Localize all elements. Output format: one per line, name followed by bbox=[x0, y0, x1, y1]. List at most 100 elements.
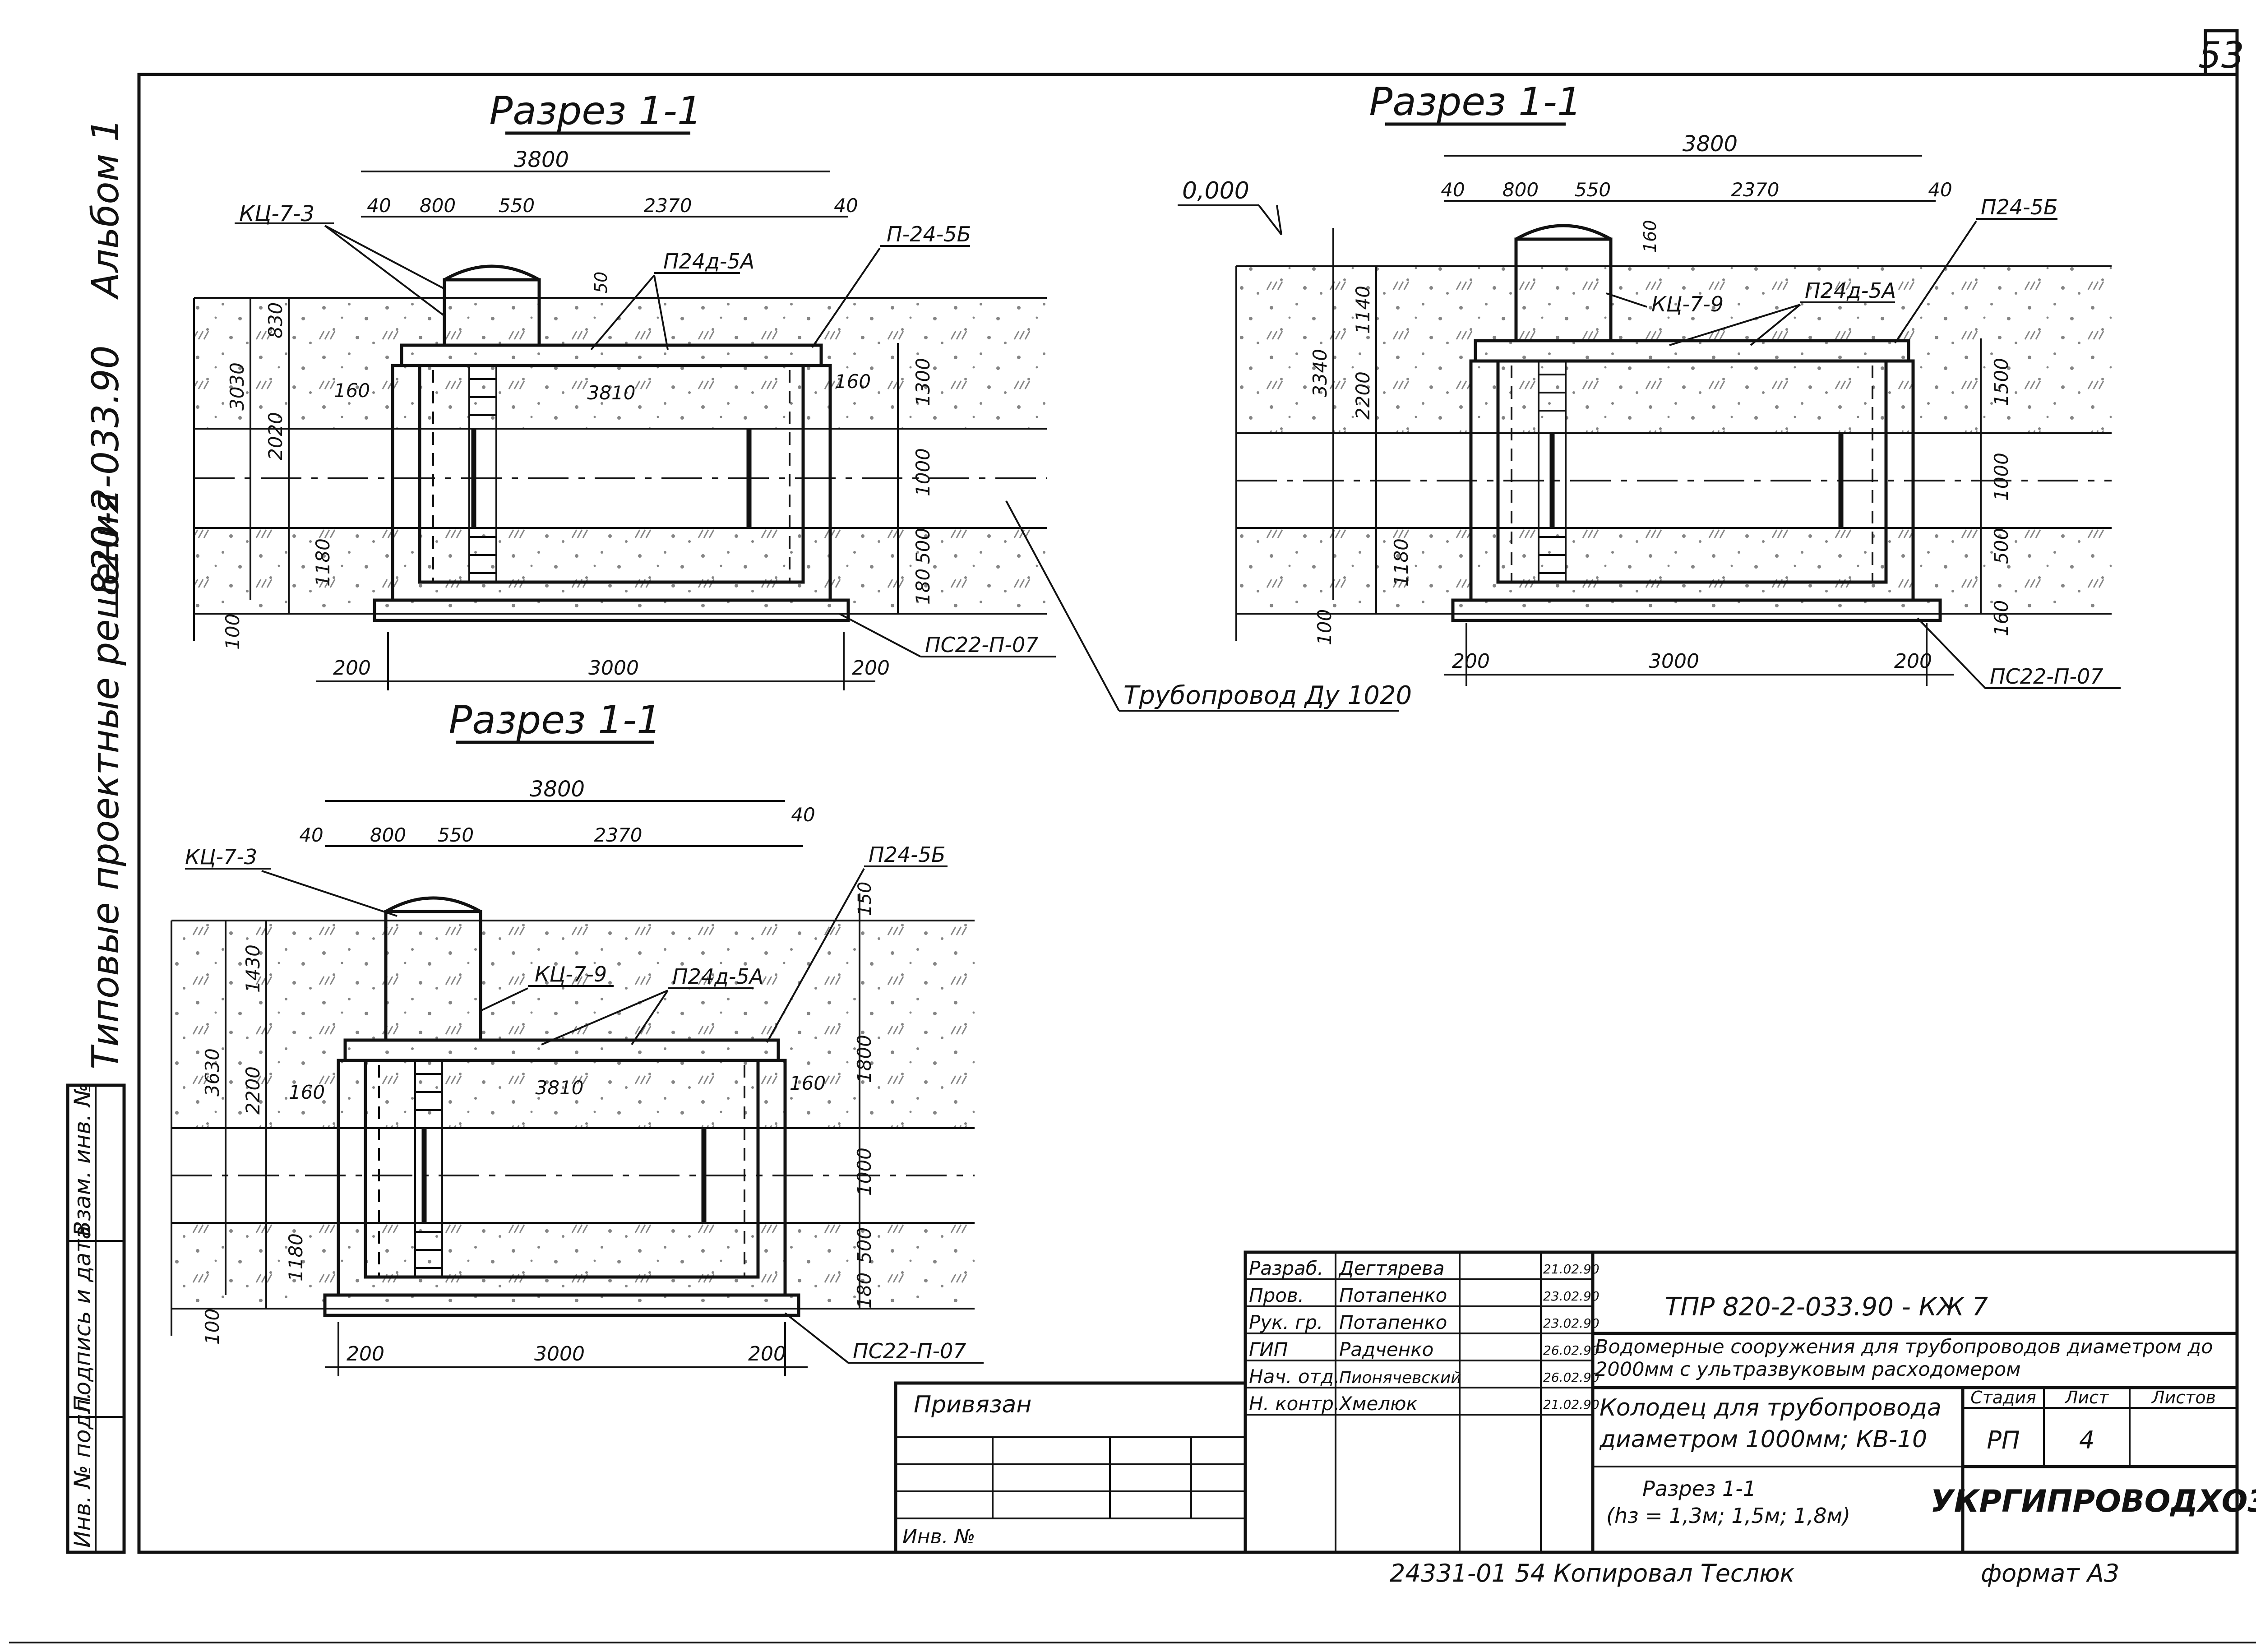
dim-tr-top-1: 800 bbox=[1502, 179, 1539, 201]
stamp-label-inv: Инв. № подл. bbox=[69, 1392, 96, 1548]
role-name: Потапенко bbox=[1339, 1284, 1447, 1306]
role-label: ГИП bbox=[1249, 1338, 1288, 1360]
sheet-no-value: 4 bbox=[2079, 1426, 2094, 1454]
ladder-tl bbox=[468, 366, 497, 582]
section-top-right: Разрез 1-1 0,000 3800 40 800 550 bbox=[1178, 79, 2121, 689]
privyazan-label: Привязан bbox=[914, 1391, 1031, 1418]
role-date: 23.02.90 bbox=[1543, 1289, 1600, 1304]
page-number: 53 bbox=[2198, 34, 2244, 76]
role-name: Пионячевский bbox=[1339, 1369, 1461, 1387]
section-tl-title: Разрез 1-1 bbox=[489, 88, 702, 134]
role-date: 21.02.90 bbox=[1543, 1397, 1600, 1412]
label-bl-slab-main: П24-5Б bbox=[869, 842, 946, 867]
dim-tl-inner-right: 160 bbox=[835, 370, 871, 393]
section-top-left: Разрез 1-1 3800 bbox=[193, 88, 1056, 690]
label-tr-slab-main: П24-5Б bbox=[1981, 195, 2058, 219]
dim-bl-top-1: 800 bbox=[370, 824, 406, 846]
dim-tr-left-3: 1180 bbox=[1390, 538, 1412, 587]
dim-tl-overall: 3800 bbox=[514, 147, 569, 172]
dim-tr-top-3: 2370 bbox=[1731, 179, 1780, 201]
copy-note: 24331-01 54 Копировал Теслюк bbox=[1390, 1559, 1795, 1587]
dim-tr-small: 160 bbox=[1640, 220, 1660, 253]
dim-tl-left-3: 1180 bbox=[312, 538, 334, 587]
roof-slab-tr bbox=[1474, 339, 1910, 363]
label-tl-neck: КЦ-7-3 bbox=[239, 201, 314, 227]
dim-bl-inner-right: 160 bbox=[790, 1072, 826, 1094]
label-bl-slab-small: П24д-5А bbox=[672, 964, 763, 989]
role-label: Нач. отд. bbox=[1249, 1365, 1340, 1388]
dim-tl-top-4: 40 bbox=[834, 194, 858, 217]
dim-tl-right-1: 1000 bbox=[912, 448, 934, 496]
dim-bl-right-3: 500 bbox=[853, 1227, 875, 1263]
dim-bl-left-3: 1180 bbox=[285, 1233, 307, 1282]
side-text-code: 820-2-033.90 bbox=[84, 345, 127, 596]
role-row-5: Н. контр. Хмелюк 21.02.90 bbox=[1249, 1393, 1600, 1415]
dim-bl-right-1: 1800 bbox=[853, 1035, 875, 1083]
dim-tl-top-0: 40 bbox=[367, 194, 391, 217]
dim-tl-left-4: 100 bbox=[222, 614, 244, 650]
dim-bl-top-4: 40 bbox=[791, 804, 815, 826]
dim-tr-bottom-2: 200 bbox=[1894, 650, 1932, 673]
label-tl-slab-small: П24д-5А bbox=[663, 249, 754, 273]
stamp-label-podpis: Подпись и дата bbox=[69, 1226, 96, 1412]
dim-bl-bottom-2: 200 bbox=[748, 1342, 786, 1365]
dim-tr-right-1: 1000 bbox=[1990, 453, 2012, 501]
dim-tl-right-3: 180 bbox=[912, 569, 934, 605]
dim-tl-inner-length: 3810 bbox=[587, 382, 636, 404]
dim-tr-overall: 3800 bbox=[1683, 131, 1738, 157]
role-row-1: Пров. Потапенко 23.02.90 bbox=[1249, 1284, 1600, 1306]
neck-bl bbox=[384, 910, 482, 1042]
stage-header: Стадия bbox=[1970, 1388, 2036, 1407]
role-date: 21.02.90 bbox=[1543, 1262, 1600, 1277]
dim-tr-right-0: 1500 bbox=[1990, 358, 2012, 406]
dim-tr-right-2: 500 bbox=[1990, 528, 2012, 564]
dim-bl-bottom-1: 3000 bbox=[534, 1342, 585, 1365]
role-label: Разраб. bbox=[1249, 1257, 1323, 1279]
role-date: 23.02.90 bbox=[1543, 1316, 1600, 1331]
footer: 24331-01 54 Копировал Теслюк формат А3 bbox=[1390, 1559, 2119, 1587]
dim-tr-bottom-1: 3000 bbox=[1649, 650, 1699, 673]
label-tl-slab-main: П-24-5Б bbox=[887, 222, 971, 246]
dim-bl-left-2: 2200 bbox=[242, 1066, 264, 1115]
dim-bl-top-3: 2370 bbox=[594, 824, 643, 846]
role-row-0: Разраб. Дегтярева 21.02.90 bbox=[1249, 1257, 1600, 1279]
role-date: 26.02.90 bbox=[1543, 1370, 1600, 1385]
level-tr: 0,000 bbox=[1182, 177, 1249, 204]
soil-upper-tl bbox=[194, 298, 1047, 429]
doc-code: ТПР 820-2-033.90 - КЖ 7 bbox=[1665, 1292, 1988, 1322]
role-label: Н. контр. bbox=[1249, 1393, 1340, 1415]
sheets-header: Листов bbox=[2151, 1388, 2216, 1407]
role-row-2: Рук. гр. Потапенко 23.02.90 bbox=[1249, 1311, 1600, 1333]
dim-tl-bottom-1: 3000 bbox=[588, 657, 639, 680]
role-name: Радченко bbox=[1339, 1338, 1433, 1360]
roof-slab-bl bbox=[343, 1038, 780, 1062]
side-text-album: Альбом 1 bbox=[84, 118, 127, 300]
organization: УКРГИПРОВОДХОЗ bbox=[1930, 1484, 2256, 1519]
dim-tl-small: 50 bbox=[591, 272, 611, 293]
dim-bl-top-0: 40 bbox=[299, 824, 323, 846]
role-label: Рук. гр. bbox=[1249, 1311, 1323, 1333]
dim-tr-right-3: 160 bbox=[1990, 600, 2012, 636]
privyazan-block: Привязан Инв. № bbox=[894, 1381, 1247, 1554]
base-slab-tl bbox=[373, 598, 850, 622]
pipeline-callout: Трубопровод Ду 1020 bbox=[1005, 500, 1412, 712]
dim-tl-top-3: 2370 bbox=[644, 194, 692, 217]
label-bl-neck-top: КЦ-7-3 bbox=[185, 845, 257, 869]
dim-tr-top-2: 550 bbox=[1575, 179, 1611, 201]
label-tr-slab-small: П24д-5А bbox=[1805, 278, 1896, 303]
ladder-bl bbox=[414, 1060, 443, 1277]
drawing-subtitle: (hз = 1,3м; 1,5м; 1,8м) bbox=[1606, 1504, 1850, 1528]
format-note: формат А3 bbox=[1981, 1559, 2119, 1587]
role-name: Хмелюк bbox=[1338, 1393, 1418, 1415]
stage-value: РП bbox=[1987, 1426, 2020, 1454]
role-name: Потапенко bbox=[1339, 1311, 1447, 1333]
dim-tr-bottom-0: 200 bbox=[1452, 650, 1490, 673]
drawing-title: Разрез 1-1 bbox=[1642, 1476, 1756, 1501]
dim-bl-left-4: 100 bbox=[201, 1309, 223, 1345]
dim-tl-left-1: 830 bbox=[264, 302, 287, 338]
stamp-label-vzam: Взам. инв. № bbox=[69, 1083, 96, 1236]
label-pipeline: Трубопровод Ду 1020 bbox=[1123, 681, 1412, 710]
section-bl-title: Разрез 1-1 bbox=[448, 698, 661, 743]
dim-bl-top-2: 550 bbox=[438, 824, 474, 846]
